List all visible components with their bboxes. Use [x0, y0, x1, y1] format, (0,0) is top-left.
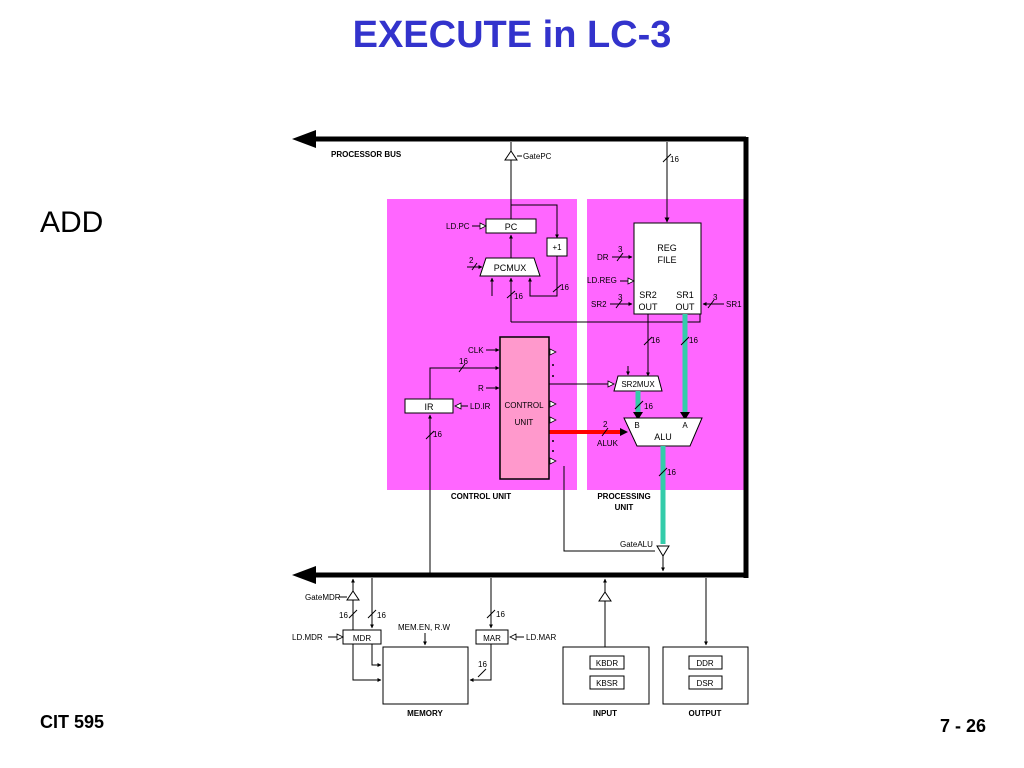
processor-bus-top	[292, 130, 749, 578]
pcmux-sel-width: 2	[469, 256, 474, 265]
kbsr-register	[589, 675, 625, 690]
mar-register	[475, 629, 509, 645]
footer-page-number: 7 - 26	[939, 716, 986, 736]
clk-label: CLK	[468, 346, 484, 355]
control-unit-label-1: CONTROL	[504, 401, 544, 410]
ddr-register	[688, 655, 723, 670]
mdr-out-width: 16	[339, 611, 348, 620]
gate-alu-tristate	[656, 545, 670, 557]
mdr-label: MDR	[353, 634, 371, 643]
memory-label: MEMORY	[407, 709, 443, 718]
kbdr-register	[589, 655, 625, 670]
gate-pc-tristate	[504, 150, 518, 161]
alu	[623, 417, 703, 447]
ld-reg-label: LD.REG	[587, 276, 617, 285]
ir-register	[404, 398, 454, 414]
dr-label: DR	[597, 253, 609, 262]
sr2-out-label-1: SR2	[639, 290, 657, 300]
mar-label: MAR	[483, 634, 501, 643]
r-label: R	[478, 384, 484, 393]
bus-regfile-width: 16	[670, 155, 679, 164]
pcmux-in-width: 16	[514, 292, 523, 301]
pc-label: PC	[505, 222, 518, 232]
aluk-width: 2	[603, 420, 608, 429]
sr2-label: SR2	[591, 300, 607, 309]
gate-alu-label: GateALU	[620, 540, 653, 549]
control-output-signals	[549, 348, 557, 465]
processing-unit-caption-1: PROCESSING	[597, 492, 650, 501]
mem-en-label: MEM.EN, R.W	[398, 623, 450, 632]
sr1-out-label-2: OUT	[676, 302, 696, 312]
sr1-out-label-1: SR1	[676, 290, 694, 300]
reg-file-label-1: REG	[657, 243, 677, 253]
plus-one-label: +1	[552, 243, 562, 252]
kbsr-label: KBSR	[596, 679, 618, 688]
output-label: OUTPUT	[689, 709, 722, 718]
control-unit-box	[499, 336, 550, 480]
gate-mdr-label: GateMDR	[305, 593, 341, 602]
ld-mdr-label: LD.MDR	[292, 633, 323, 642]
alu-label: ALU	[654, 432, 672, 442]
sr2-out-label-2: OUT	[639, 302, 659, 312]
alu-out-width: 16	[667, 468, 676, 477]
ir-label: IR	[425, 402, 435, 412]
mar-out-width: 16	[478, 660, 487, 669]
sr1-width: 3	[713, 293, 718, 302]
sr2out-width: 16	[651, 336, 660, 345]
mdr-in-width: 16	[377, 611, 386, 620]
memory-block	[382, 646, 469, 705]
ld-mar-label: LD.MAR	[526, 633, 556, 642]
dsr-register	[688, 675, 723, 690]
alu-a-label: A	[682, 421, 688, 430]
kbdr-label: KBDR	[596, 659, 618, 668]
reg-file-label-2: FILE	[657, 255, 676, 265]
pcmux-label: PCMUX	[494, 263, 527, 273]
control-unit-caption: CONTROL UNIT	[451, 492, 511, 501]
processor-bus-bottom	[292, 566, 748, 584]
processing-unit-caption-2: UNIT	[615, 503, 634, 512]
register-file	[633, 222, 702, 315]
dsr-label: DSR	[697, 679, 714, 688]
pcmux	[479, 257, 541, 277]
alu-b-label: B	[634, 421, 639, 430]
gate-input-tristate	[598, 591, 612, 602]
footer-course: CIT 595	[40, 712, 105, 732]
ir-ctrl-width: 16	[459, 357, 468, 366]
gate-pc-label: GatePC	[523, 152, 552, 161]
control-unit-label-2: UNIT	[515, 418, 534, 427]
slide-title: EXECUTE in LC-3	[352, 14, 672, 56]
sr1out-width: 16	[689, 336, 698, 345]
mar-in-width: 16	[496, 610, 505, 619]
ld-pc-label: LD.PC	[446, 222, 470, 231]
ir-in-width: 16	[433, 430, 442, 439]
sr2mux-label: SR2MUX	[621, 380, 655, 389]
input-label: INPUT	[593, 709, 617, 718]
processor-bus-label: PROCESSOR BUS	[331, 150, 402, 159]
sr2-width: 3	[618, 293, 623, 302]
sr2mux-width: 16	[644, 402, 653, 411]
ld-ir-label: LD.IR	[470, 402, 491, 411]
bullet-add: ADD	[40, 206, 104, 239]
aluk-label: ALUK	[597, 439, 619, 448]
sr1-label: SR1	[726, 300, 742, 309]
ddr-label: DDR	[696, 659, 714, 668]
gate-mdr-tristate	[346, 590, 360, 601]
inc-width: 16	[560, 283, 569, 292]
sr2mux	[613, 375, 663, 392]
dr-width: 3	[618, 245, 623, 254]
